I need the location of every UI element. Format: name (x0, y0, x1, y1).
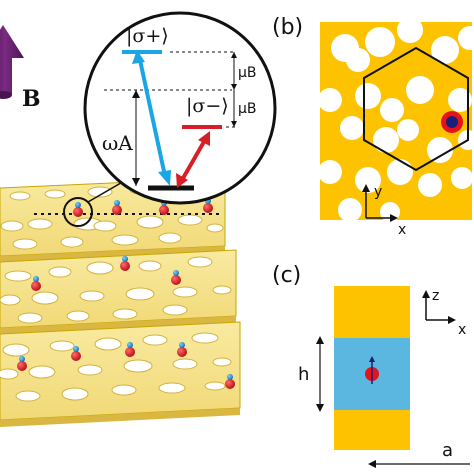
panel-a: B (0, 11, 277, 427)
unit-cell-emitter (441, 111, 463, 133)
selected-emitter-ring (63, 197, 93, 227)
cross-section-emitter (365, 356, 379, 384)
panel-c-axis-x: x (458, 322, 466, 338)
lower-cladding (334, 410, 410, 450)
field-label: B (22, 86, 41, 112)
height-label: h (298, 364, 309, 385)
period-dimension (368, 460, 470, 468)
panel-b-axis-x: x (398, 222, 406, 238)
period-label: a (442, 440, 453, 461)
panel-c-axis-z: z (432, 288, 439, 304)
magnetic-field-arrow (0, 25, 24, 99)
panel-c-axes (422, 290, 456, 324)
upper-cladding (334, 286, 410, 338)
panel-c-tag: (c) (272, 263, 301, 288)
zoom-connector (87, 179, 127, 203)
emitters (17, 198, 235, 389)
sigma-minus-label: |σ−⟩ (186, 95, 229, 117)
height-dimension (316, 336, 324, 412)
panel-b-axis-y: y (374, 184, 382, 200)
hexagonal-unit-cell (363, 46, 469, 172)
zeeman-lower-label: μB (238, 101, 257, 117)
panel-b-axes (362, 184, 398, 222)
panel-b-tag: (b) (272, 15, 303, 40)
sigma-plus-label: |σ+⟩ (126, 25, 169, 47)
energy-level-zoom: |σ+⟩ |σ−⟩ ωA μB μB (83, 11, 277, 205)
zeeman-upper-label: μB (238, 65, 257, 81)
panel-c: (c) z x h a (272, 263, 470, 468)
panel-b: (b) (272, 15, 472, 238)
omega-label: ωA (102, 131, 133, 155)
